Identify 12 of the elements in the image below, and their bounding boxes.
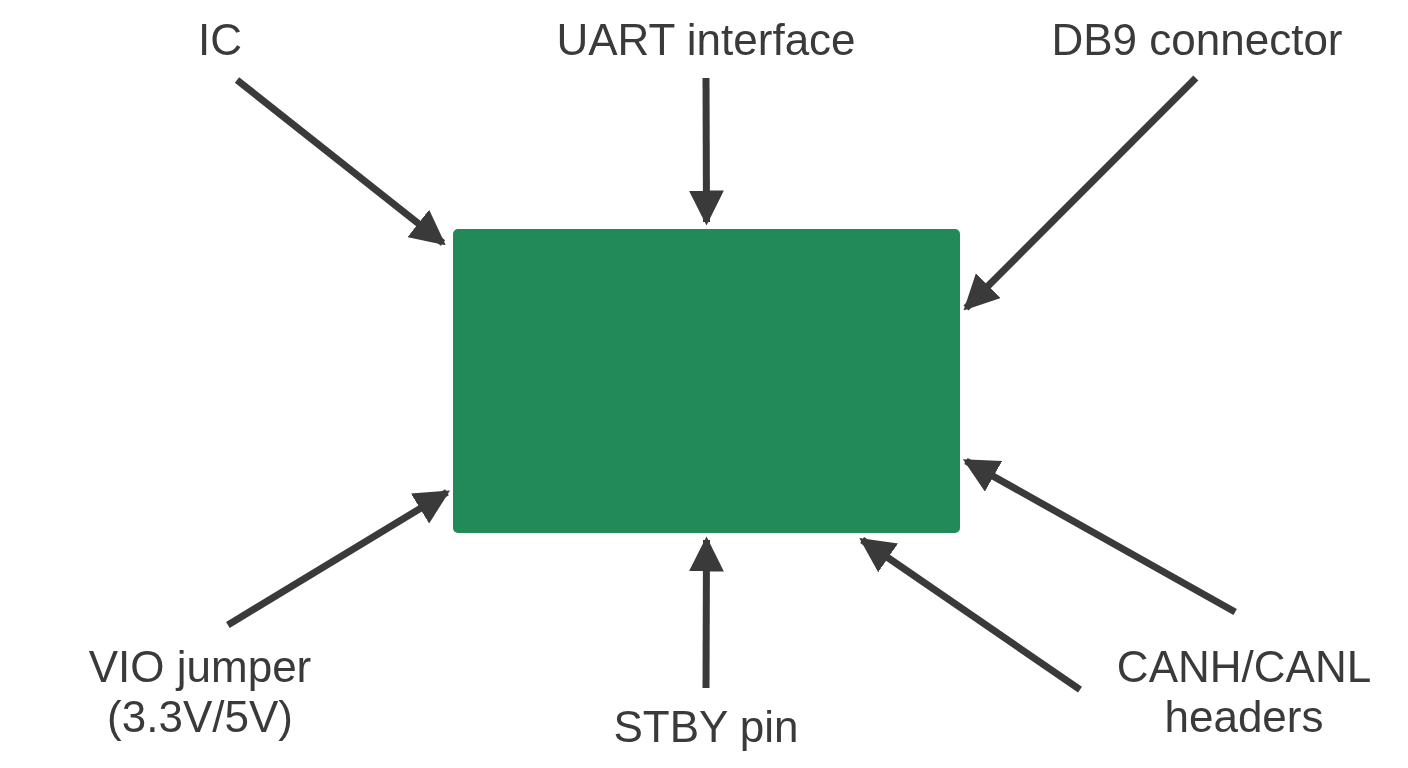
arrow (234, 77, 446, 246)
node-label: DB9 connector (1051, 15, 1343, 65)
node-label: STBY pin (613, 702, 799, 752)
board-block (453, 229, 960, 533)
arrow (963, 75, 1199, 311)
node-label: IC (198, 15, 242, 65)
arrow (226, 489, 450, 628)
arrow (962, 457, 1237, 616)
node-label: VIO jumper (3.3V/5V) (87, 642, 313, 742)
node-label: UART interface (556, 15, 856, 65)
node-label: CANH/CANL headers (1115, 642, 1373, 742)
arrow (859, 537, 1082, 693)
